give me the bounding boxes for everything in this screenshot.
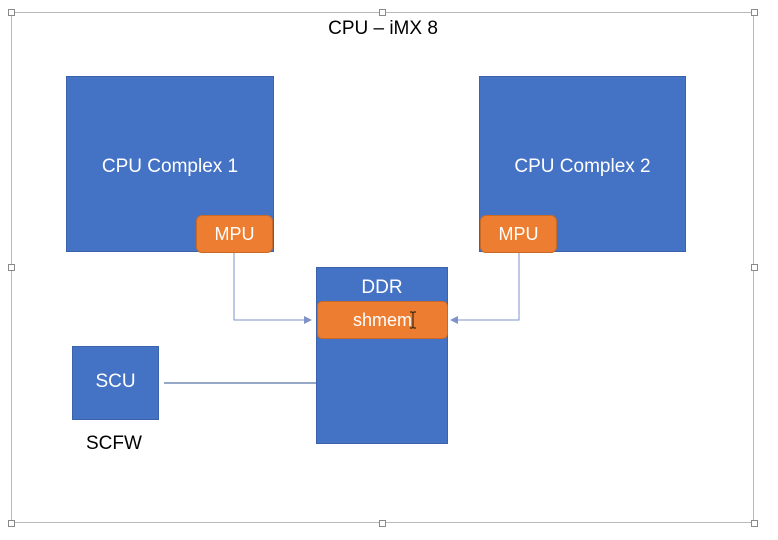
resize-handle-middle-left[interactable] (8, 264, 15, 271)
cpu-complex-1-box[interactable]: CPU Complex 1 (66, 76, 274, 252)
resize-handle-top-left[interactable] (8, 9, 15, 16)
scfw-label: SCFW (86, 433, 142, 454)
resize-handle-bottom-right[interactable] (751, 520, 758, 527)
ddr-label: DDR (361, 277, 403, 298)
resize-handle-middle-right[interactable] (751, 264, 758, 271)
mpu1-to-shmem-connector (233, 253, 312, 324)
ddr-box[interactable]: DDR (316, 267, 448, 444)
cpu-complex-1-label: CPU Complex 1 (101, 156, 239, 177)
resize-handle-top-right[interactable] (751, 9, 758, 16)
cpu-complex-2-mpu-box[interactable]: MPU (480, 215, 557, 253)
resize-handle-top-middle[interactable] (379, 9, 386, 16)
resize-handle-bottom-middle[interactable] (379, 520, 386, 527)
text-cursor-icon (410, 311, 416, 329)
diagram-title: CPU – iMX 8 (328, 18, 438, 39)
scu-box[interactable]: SCU (72, 346, 159, 420)
mpu2-to-shmem-connector (450, 253, 520, 324)
cpu-complex-2-label: CPU Complex 2 (514, 156, 651, 177)
shmem-box[interactable]: shmem (317, 301, 448, 339)
resize-handle-bottom-left[interactable] (8, 520, 15, 527)
cpu-complex-1-mpu-box[interactable]: MPU (196, 215, 273, 253)
scu-label: SCU (95, 371, 136, 392)
